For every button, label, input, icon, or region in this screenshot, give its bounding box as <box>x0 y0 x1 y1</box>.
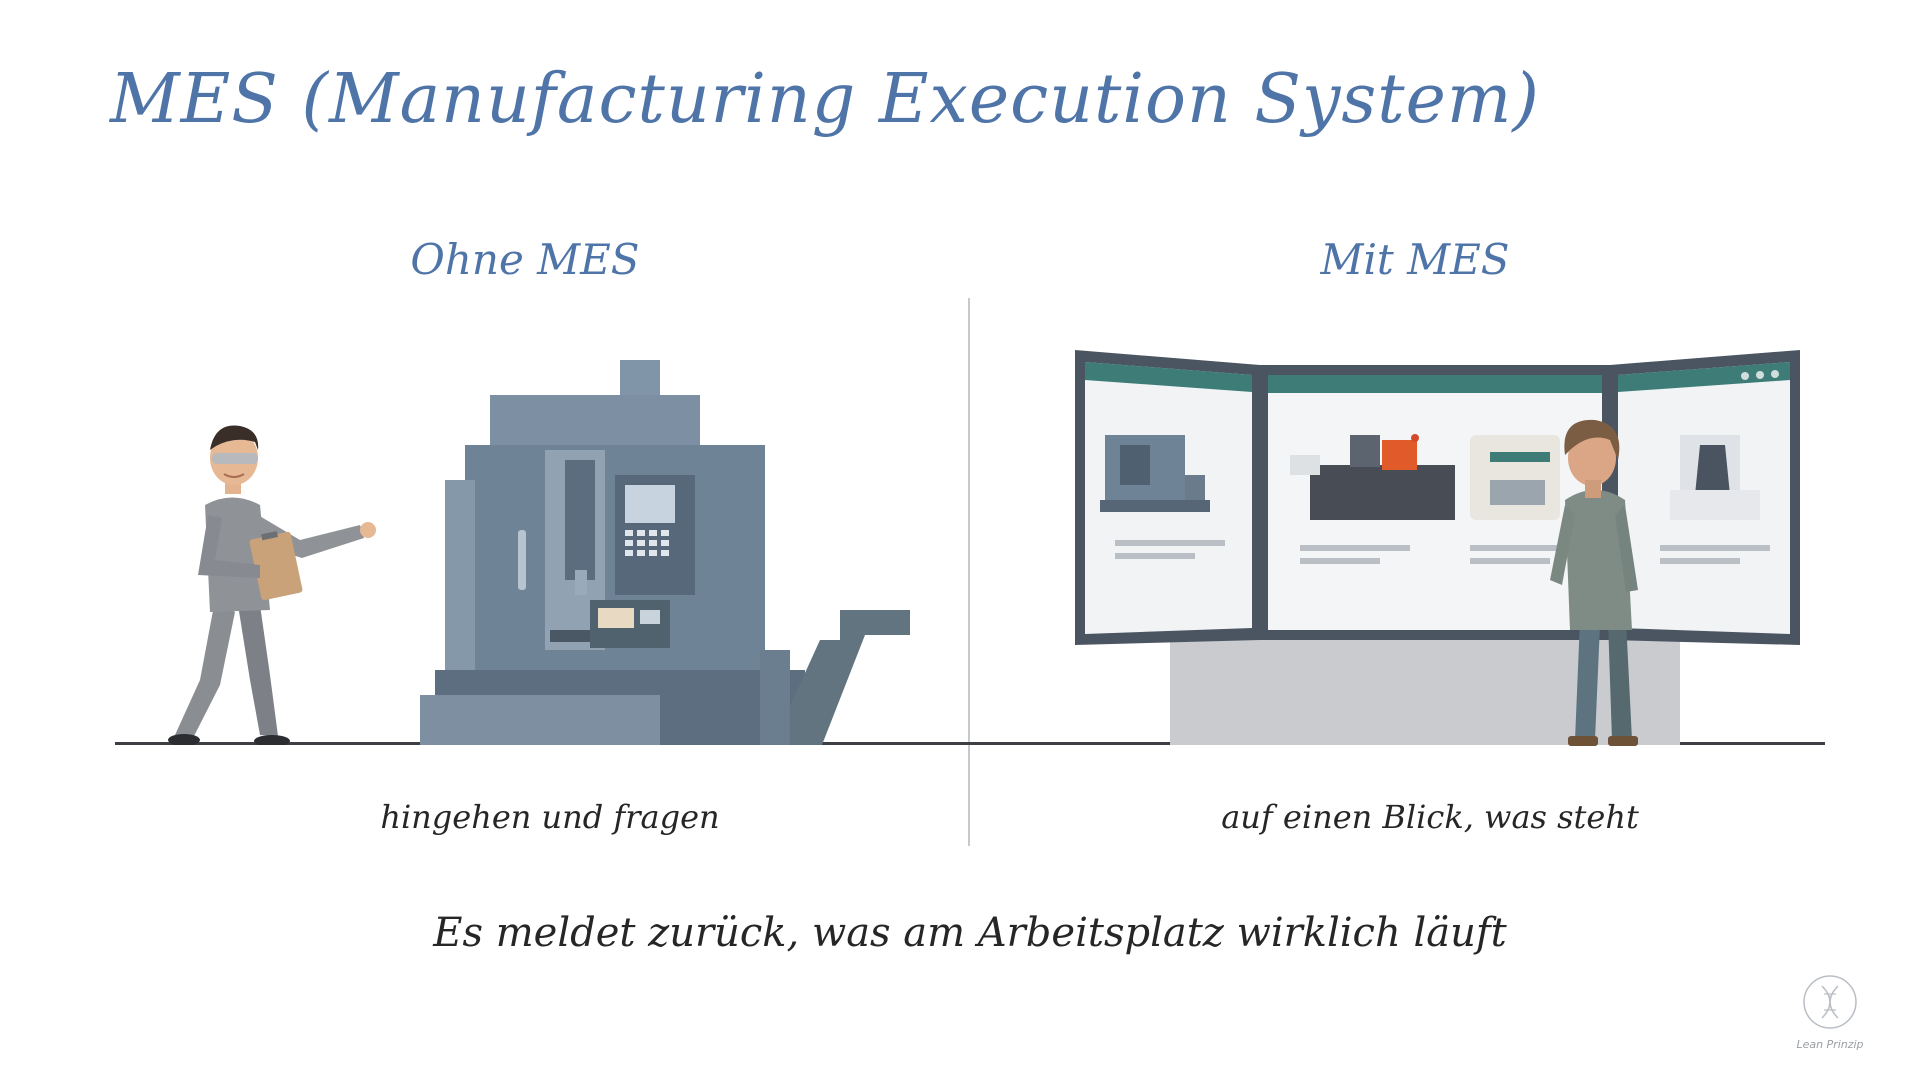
lean-prinzip-logo: Lean Prinzip <box>1785 972 1875 1051</box>
machine-thumbnails <box>1100 434 1760 520</box>
heading-without-mes: Ohne MES <box>410 235 640 284</box>
caption-without-mes: hingehen und fragen <box>380 798 720 836</box>
logo-text: Lean Prinzip <box>1796 1038 1864 1051</box>
center-divider <box>968 298 970 846</box>
caption-with-mes: auf einen Blick, was steht <box>1221 798 1639 836</box>
worker-with-clipboard-icon <box>168 425 376 745</box>
person-viewing-icon <box>1550 419 1638 746</box>
floor-line <box>115 742 1825 745</box>
summary-statement: Es meldet zurück, was am Arbeitsplatz wi… <box>433 910 1507 956</box>
illustration-without-mes <box>168 360 910 745</box>
page-title: MES (Manufacturing Execution System) <box>110 60 1540 139</box>
info-bars <box>1115 540 1770 564</box>
illustration-with-mes <box>1075 350 1800 746</box>
display-stand <box>1170 630 1680 745</box>
logo-emblem-icon <box>1803 975 1857 1029</box>
cnc-machine-icon <box>420 360 910 745</box>
heading-with-mes: Mit MES <box>1320 235 1510 284</box>
